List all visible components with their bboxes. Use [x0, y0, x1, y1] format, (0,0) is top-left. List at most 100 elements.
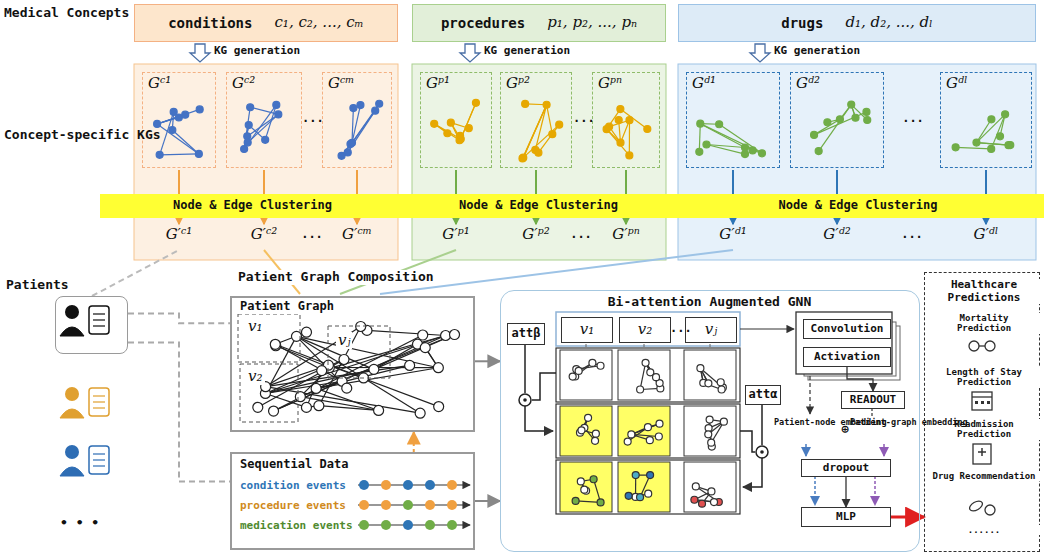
graph-node — [295, 392, 305, 402]
subgraph-box — [328, 326, 390, 378]
connector — [475, 500, 500, 502]
graph-node — [711, 499, 718, 506]
event-dot — [403, 480, 413, 490]
graph-node — [195, 150, 202, 157]
text-label: • • • — [60, 516, 99, 531]
node-text: ...... — [928, 525, 1040, 535]
node-box: vⱼ — [685, 317, 737, 343]
node-title: Gᵖⁿ — [598, 75, 622, 92]
graph-node — [742, 151, 749, 158]
text-label: G′ᵖⁿ — [596, 226, 656, 243]
node-box: attβ — [507, 323, 545, 345]
graph-edge — [352, 108, 353, 143]
graph-node — [606, 123, 613, 130]
event-dot — [425, 500, 435, 510]
hollow-arrow — [460, 44, 480, 62]
graph-edge — [348, 111, 375, 153]
flow-line — [874, 476, 876, 505]
event-dot — [381, 520, 391, 530]
graph-edge — [352, 111, 375, 143]
text-label: Patient-graph embedding — [850, 418, 918, 428]
node-hdr: procedures p₁, p₂, ..., pₙ — [412, 4, 666, 42]
graph-edge — [706, 144, 745, 154]
flow-line — [871, 408, 872, 416]
flow-line — [805, 444, 807, 456]
node-pbox: Patients — [55, 296, 128, 354]
record-line — [93, 319, 105, 320]
hadamard-dot — [760, 450, 764, 454]
graph-node — [457, 132, 464, 139]
graph-node — [444, 130, 451, 137]
event-dot — [425, 480, 435, 490]
graph-tile — [618, 462, 670, 512]
graph-node — [170, 108, 177, 115]
node-text: Length of Stay Prediction — [928, 367, 1040, 388]
node-title: conditions — [168, 15, 252, 31]
graph-edge — [157, 115, 185, 124]
node-hdr: drugsd₁, d₂, ..., dₗ — [678, 4, 1036, 42]
graph-node — [628, 431, 635, 438]
graph-node — [247, 104, 254, 111]
node-title: READOUT — [850, 394, 896, 407]
graph-tile — [618, 406, 670, 456]
graph-node — [988, 145, 995, 152]
node-text: p₁, p₂, ..., pₙ — [547, 14, 637, 31]
graph-node — [519, 155, 526, 162]
graph-node — [465, 125, 472, 132]
node-title: dropout — [823, 462, 869, 475]
graph-node — [997, 133, 1004, 140]
calendar-cell — [975, 401, 978, 404]
graph-node — [644, 126, 651, 133]
graph-edge — [265, 381, 342, 393]
graph-edge — [629, 120, 630, 155]
graph-node — [626, 117, 633, 124]
node-kg: Gᵈˡ — [940, 72, 1032, 168]
condition-panel — [134, 64, 398, 260]
graph-node — [656, 420, 663, 427]
graph-edge — [319, 406, 379, 411]
text-label: ... — [573, 112, 593, 126]
graph-edge — [976, 114, 1005, 142]
node-kg: Gᶜ² — [226, 72, 302, 168]
patient-record — [89, 388, 109, 416]
graph-node — [1002, 111, 1009, 118]
graph-edge — [538, 125, 559, 153]
vertex-row-frame — [556, 312, 740, 346]
node-text: vⱼ — [336, 332, 352, 349]
graph-node — [637, 386, 644, 393]
node-title: procedures — [441, 15, 525, 31]
node-title: attα — [749, 388, 778, 402]
node-title: Gᶜᵐ — [328, 75, 354, 92]
graph-tile — [684, 406, 736, 456]
node-title: Healthcare Predictions — [928, 279, 1040, 304]
text-label: ... — [567, 228, 595, 242]
graph-node — [717, 379, 724, 386]
graph-node — [348, 139, 355, 146]
graph-node — [311, 383, 321, 393]
attention-line — [740, 431, 755, 452]
patient-head — [65, 445, 79, 459]
graph-node — [169, 127, 176, 134]
graph-node — [626, 152, 633, 159]
graph-node — [706, 416, 713, 423]
vertex-link — [644, 344, 645, 350]
graph-node — [418, 330, 428, 340]
graph-edge — [523, 125, 559, 158]
graph-node — [647, 472, 654, 479]
graph-edge — [266, 365, 410, 386]
text-label: Concept-specific KGs — [4, 128, 92, 143]
graph-edge — [956, 147, 992, 149]
graph-node — [632, 472, 639, 479]
graph-edge — [300, 335, 454, 397]
hollow-arrow — [190, 44, 210, 62]
node-box: READOUT — [841, 391, 905, 409]
text-label: KG generation — [484, 45, 570, 58]
graph-node — [642, 359, 649, 366]
graph-node — [154, 120, 161, 127]
calendar-icon — [972, 396, 992, 397]
graph-node — [372, 107, 379, 114]
event-dot — [381, 500, 391, 510]
graph-node — [575, 367, 582, 374]
attention-line — [743, 458, 762, 487]
